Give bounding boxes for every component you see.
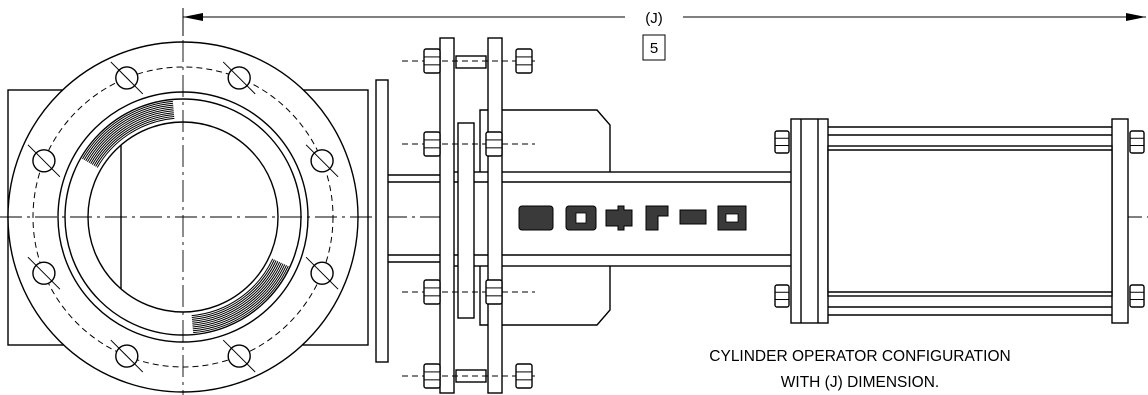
hex-nut [423, 363, 441, 389]
hex-nut [1129, 130, 1145, 154]
bolt-hole [305, 256, 339, 290]
bolt-hole [222, 339, 256, 373]
hex-nut [423, 48, 441, 74]
logo-letter-h [717, 205, 747, 231]
bolt-hole [110, 339, 144, 373]
caption-line-2: WITH (J) DIMENSION. [781, 374, 939, 391]
callout-box [642, 34, 666, 61]
thread-hatching [82, 100, 289, 334]
bolt-hole [27, 144, 61, 178]
hex-nut [485, 131, 503, 157]
hex-nut [1129, 284, 1145, 308]
logo-letter-o [565, 205, 597, 231]
logo-letter-dash [679, 209, 707, 225]
logo-letter-c [645, 205, 669, 231]
dimension-label: (J) [645, 10, 663, 27]
hex-nut [423, 279, 441, 305]
bolt-hole [27, 256, 61, 290]
caption-line-1: CYLINDER OPERATOR CONFIGURATION [709, 348, 1010, 365]
hex-nut [515, 363, 533, 389]
hex-nut [774, 130, 790, 154]
hex-nut [774, 284, 790, 308]
cylinder-nuts [774, 130, 1145, 308]
notch-logo [518, 205, 747, 231]
logo-letter-n [518, 205, 554, 231]
hex-nut [515, 48, 533, 74]
flange-bolt-holes [27, 61, 339, 373]
gland-nuts [423, 48, 533, 389]
hex-nut [423, 131, 441, 157]
callout-number: 5 [650, 40, 658, 57]
hex-nut [485, 279, 503, 305]
j-dimension-line [182, 8, 1146, 36]
cylinder-assembly [790, 118, 1129, 324]
bolt-hole [222, 61, 256, 95]
bolt-hole [110, 61, 144, 95]
logo-letter-t [605, 205, 633, 231]
bolt-hole [305, 144, 339, 178]
